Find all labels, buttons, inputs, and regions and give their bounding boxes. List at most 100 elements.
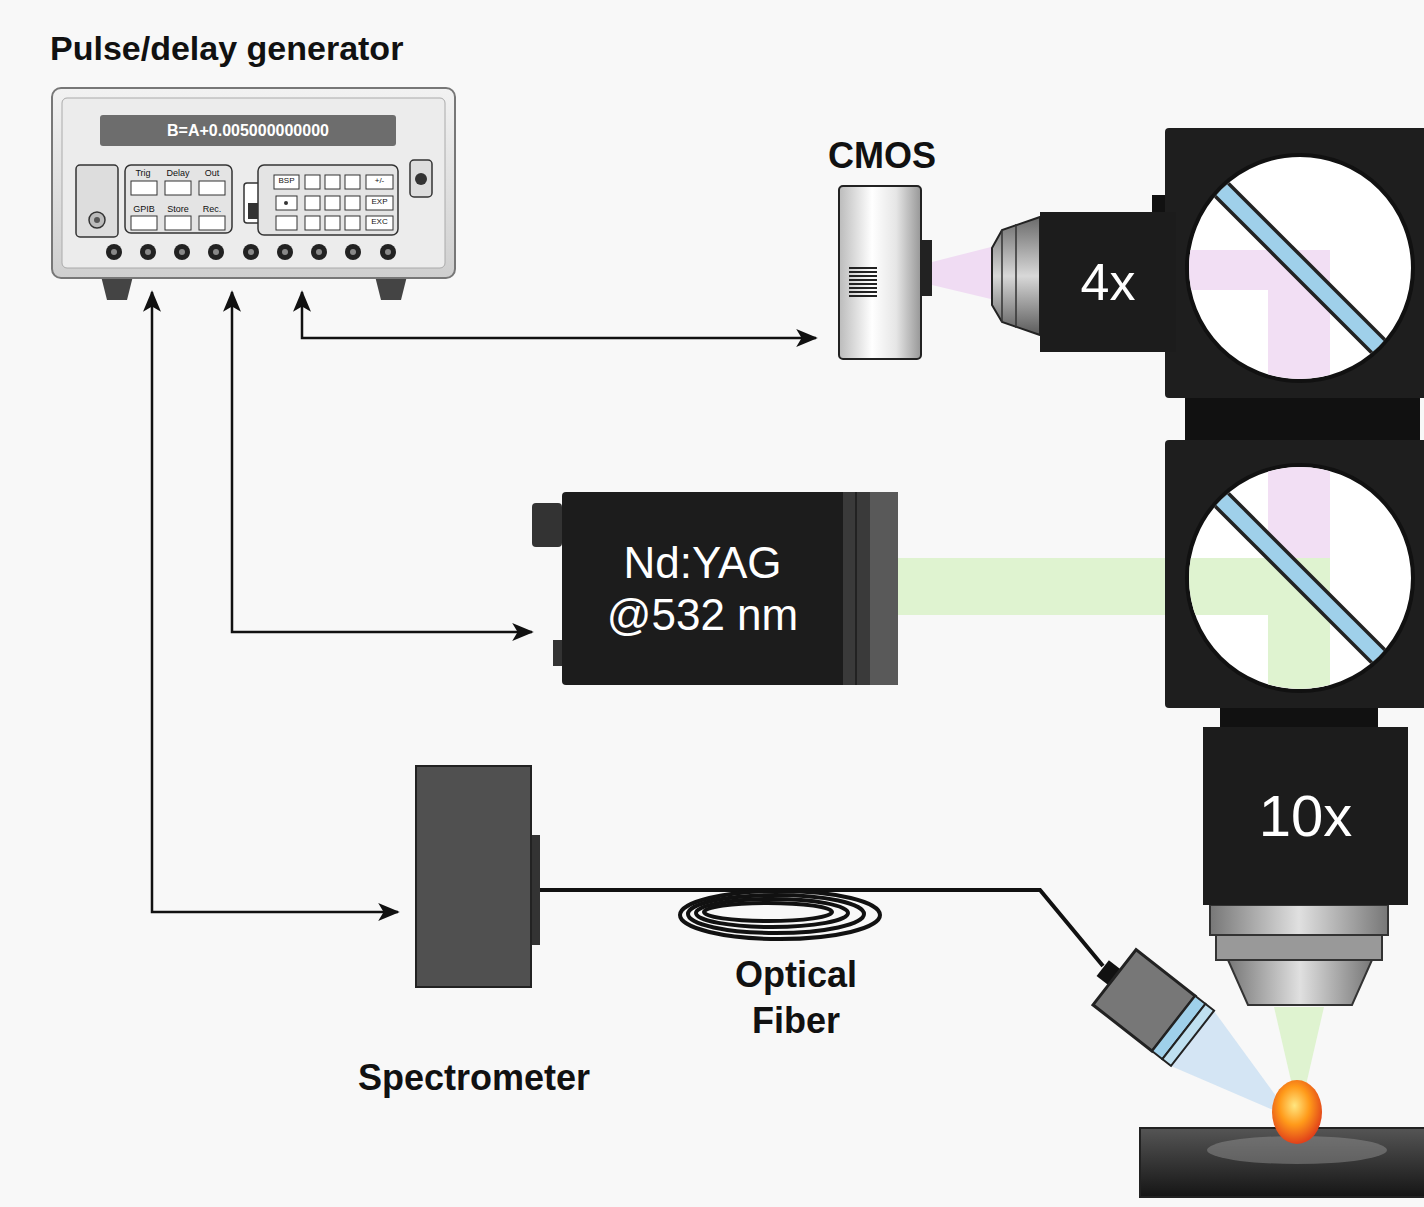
output-jack	[311, 244, 327, 260]
generator-body	[199, 216, 225, 230]
collection-optics	[1081, 940, 1214, 1065]
generator-body	[52, 88, 455, 300]
output-jack	[111, 249, 117, 255]
output-jack	[106, 244, 396, 260]
device-heading: Pulse/delay generator	[50, 28, 403, 68]
collection-optics	[1162, 1004, 1214, 1066]
plasma-plume	[1272, 1080, 1322, 1144]
spectrometer-port	[532, 835, 540, 945]
objective-4x: 4x	[1040, 212, 1176, 352]
generator-body	[131, 216, 157, 230]
output-jack	[316, 249, 322, 255]
output-jack	[106, 244, 122, 260]
generator-body	[345, 196, 360, 210]
generator-body	[131, 181, 157, 195]
cmos-lens-mount	[922, 240, 932, 296]
optical-fiber	[704, 903, 832, 921]
objective-lens	[1015, 224, 1017, 328]
vent-slot	[849, 291, 877, 293]
button-label: Rec.	[195, 204, 229, 215]
button-label: GPIB	[127, 204, 161, 215]
vent-slot	[849, 295, 877, 297]
pulse-delay-generator: Pulse/delay generatorB=A+0.005000000000	[50, 20, 500, 292]
output-jack	[350, 249, 356, 255]
generator-body	[76, 165, 118, 237]
objective-tip	[1216, 935, 1382, 960]
generator-body	[199, 181, 225, 195]
sample-plate	[1140, 1128, 1424, 1197]
generator-body	[410, 160, 432, 197]
laser-front-plate	[532, 503, 562, 547]
generator-body	[366, 216, 393, 230]
beam-splitter-cube	[1215, 493, 1385, 663]
generator-body	[366, 175, 393, 189]
component-label: Optical Fiber	[696, 952, 896, 1044]
plasma-plume	[1272, 1080, 1322, 1144]
optical-beam	[898, 558, 1165, 615]
sample-plate	[1140, 1128, 1424, 1197]
objective-tip	[1274, 1007, 1324, 1085]
output-jack	[174, 244, 190, 260]
laser-front-plate	[855, 492, 857, 685]
output-jack	[385, 249, 391, 255]
spectrometer-box: Spectrometer	[415, 765, 532, 988]
generator-body	[325, 216, 340, 230]
camera-heading: CMOS	[782, 135, 982, 177]
button-label: Delay	[161, 168, 195, 179]
generator-body	[276, 196, 297, 210]
button-label: EXC	[366, 217, 393, 227]
output-jack	[282, 249, 288, 255]
generator-body	[62, 98, 445, 268]
generator-body	[94, 217, 100, 223]
generator-body	[305, 175, 320, 189]
output-jack	[179, 249, 185, 255]
button-label: Trig	[126, 168, 160, 179]
output-jack	[248, 249, 254, 255]
generator-body	[165, 181, 191, 195]
vent-slot	[849, 279, 877, 281]
cmos-camera: CMOS	[838, 185, 922, 360]
laser-front-plate	[843, 492, 898, 685]
beam-splitter-cube	[1215, 183, 1385, 353]
generator-body	[52, 88, 455, 278]
generator-body	[274, 175, 299, 189]
vent-slot	[849, 287, 877, 289]
generator-body	[125, 165, 232, 233]
display-readout: B=A+0.005000000000	[100, 115, 396, 146]
generator-body	[258, 165, 398, 235]
output-jack	[243, 244, 259, 260]
generator-body	[305, 216, 320, 230]
objective-tip	[1228, 960, 1372, 1005]
beam-splitter-cube	[1220, 708, 1378, 728]
button-label: Out	[195, 168, 229, 179]
output-jack	[213, 249, 219, 255]
generator-body	[325, 196, 340, 210]
generator-body	[89, 212, 105, 228]
objective-lens	[992, 217, 1040, 335]
output-jack	[345, 244, 361, 260]
vent-slot	[849, 275, 877, 277]
camera-vent	[847, 265, 879, 299]
cmos-lens-mount	[922, 240, 932, 296]
output-jack	[380, 244, 396, 260]
generator-body	[100, 115, 396, 146]
trigger-cable	[152, 292, 398, 912]
spectrometer-port	[532, 835, 540, 945]
output-jack	[277, 244, 293, 260]
beam-splitter-cube	[1215, 183, 1385, 353]
optical-fiber	[696, 899, 848, 927]
laser-head: Nd:YAG @532 nm	[562, 492, 843, 685]
objective-lens	[1001, 230, 1003, 322]
generator-body	[165, 216, 191, 230]
generator-body	[415, 173, 427, 185]
vent-slot	[849, 267, 877, 269]
optical-fiber	[680, 891, 880, 939]
output-jack	[140, 244, 156, 260]
generator-body	[284, 201, 288, 205]
vent-slot	[849, 271, 877, 273]
laser-front-plate	[870, 492, 898, 685]
spectrometer-heading: Spectrometer	[324, 1057, 624, 1099]
optical-fiber	[688, 895, 864, 933]
beam-splitter-cube	[1185, 398, 1420, 440]
